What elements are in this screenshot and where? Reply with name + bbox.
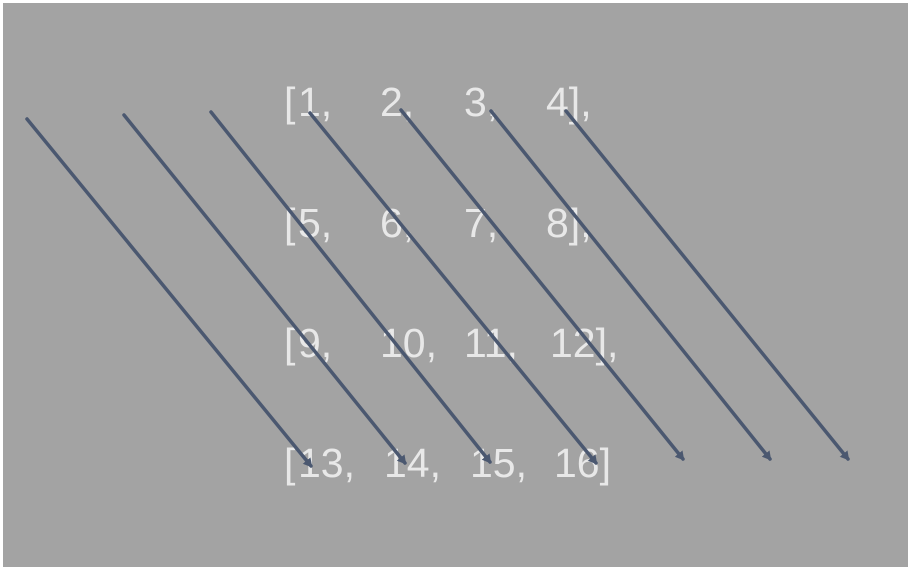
diagonal-arrow-2 bbox=[122, 113, 407, 465]
diagonal-arrow-7 bbox=[564, 109, 850, 461]
matrix-cell: 12], bbox=[550, 320, 619, 366]
matrix-cell: 3, bbox=[464, 79, 499, 125]
matrix-cell: 9, bbox=[298, 320, 333, 366]
diagonal-arrow-6 bbox=[489, 109, 772, 461]
diagram-background bbox=[3, 3, 908, 567]
diagonal-arrow-5 bbox=[399, 108, 685, 461]
matrix-cell: 5, bbox=[298, 200, 333, 246]
diagonal-arrow-4 bbox=[308, 111, 598, 465]
row-bracket: [ bbox=[284, 79, 296, 125]
row-bracket: [ bbox=[284, 320, 296, 366]
diagonal-arrow-3 bbox=[209, 110, 492, 464]
matrix-row-3: [ 9, 10, 11, 12], bbox=[284, 318, 618, 368]
matrix-cell: 4], bbox=[546, 79, 592, 125]
row-bracket: [ bbox=[284, 200, 296, 246]
diagonal-arrow-1 bbox=[25, 117, 313, 468]
row-bracket: [ bbox=[284, 440, 296, 486]
